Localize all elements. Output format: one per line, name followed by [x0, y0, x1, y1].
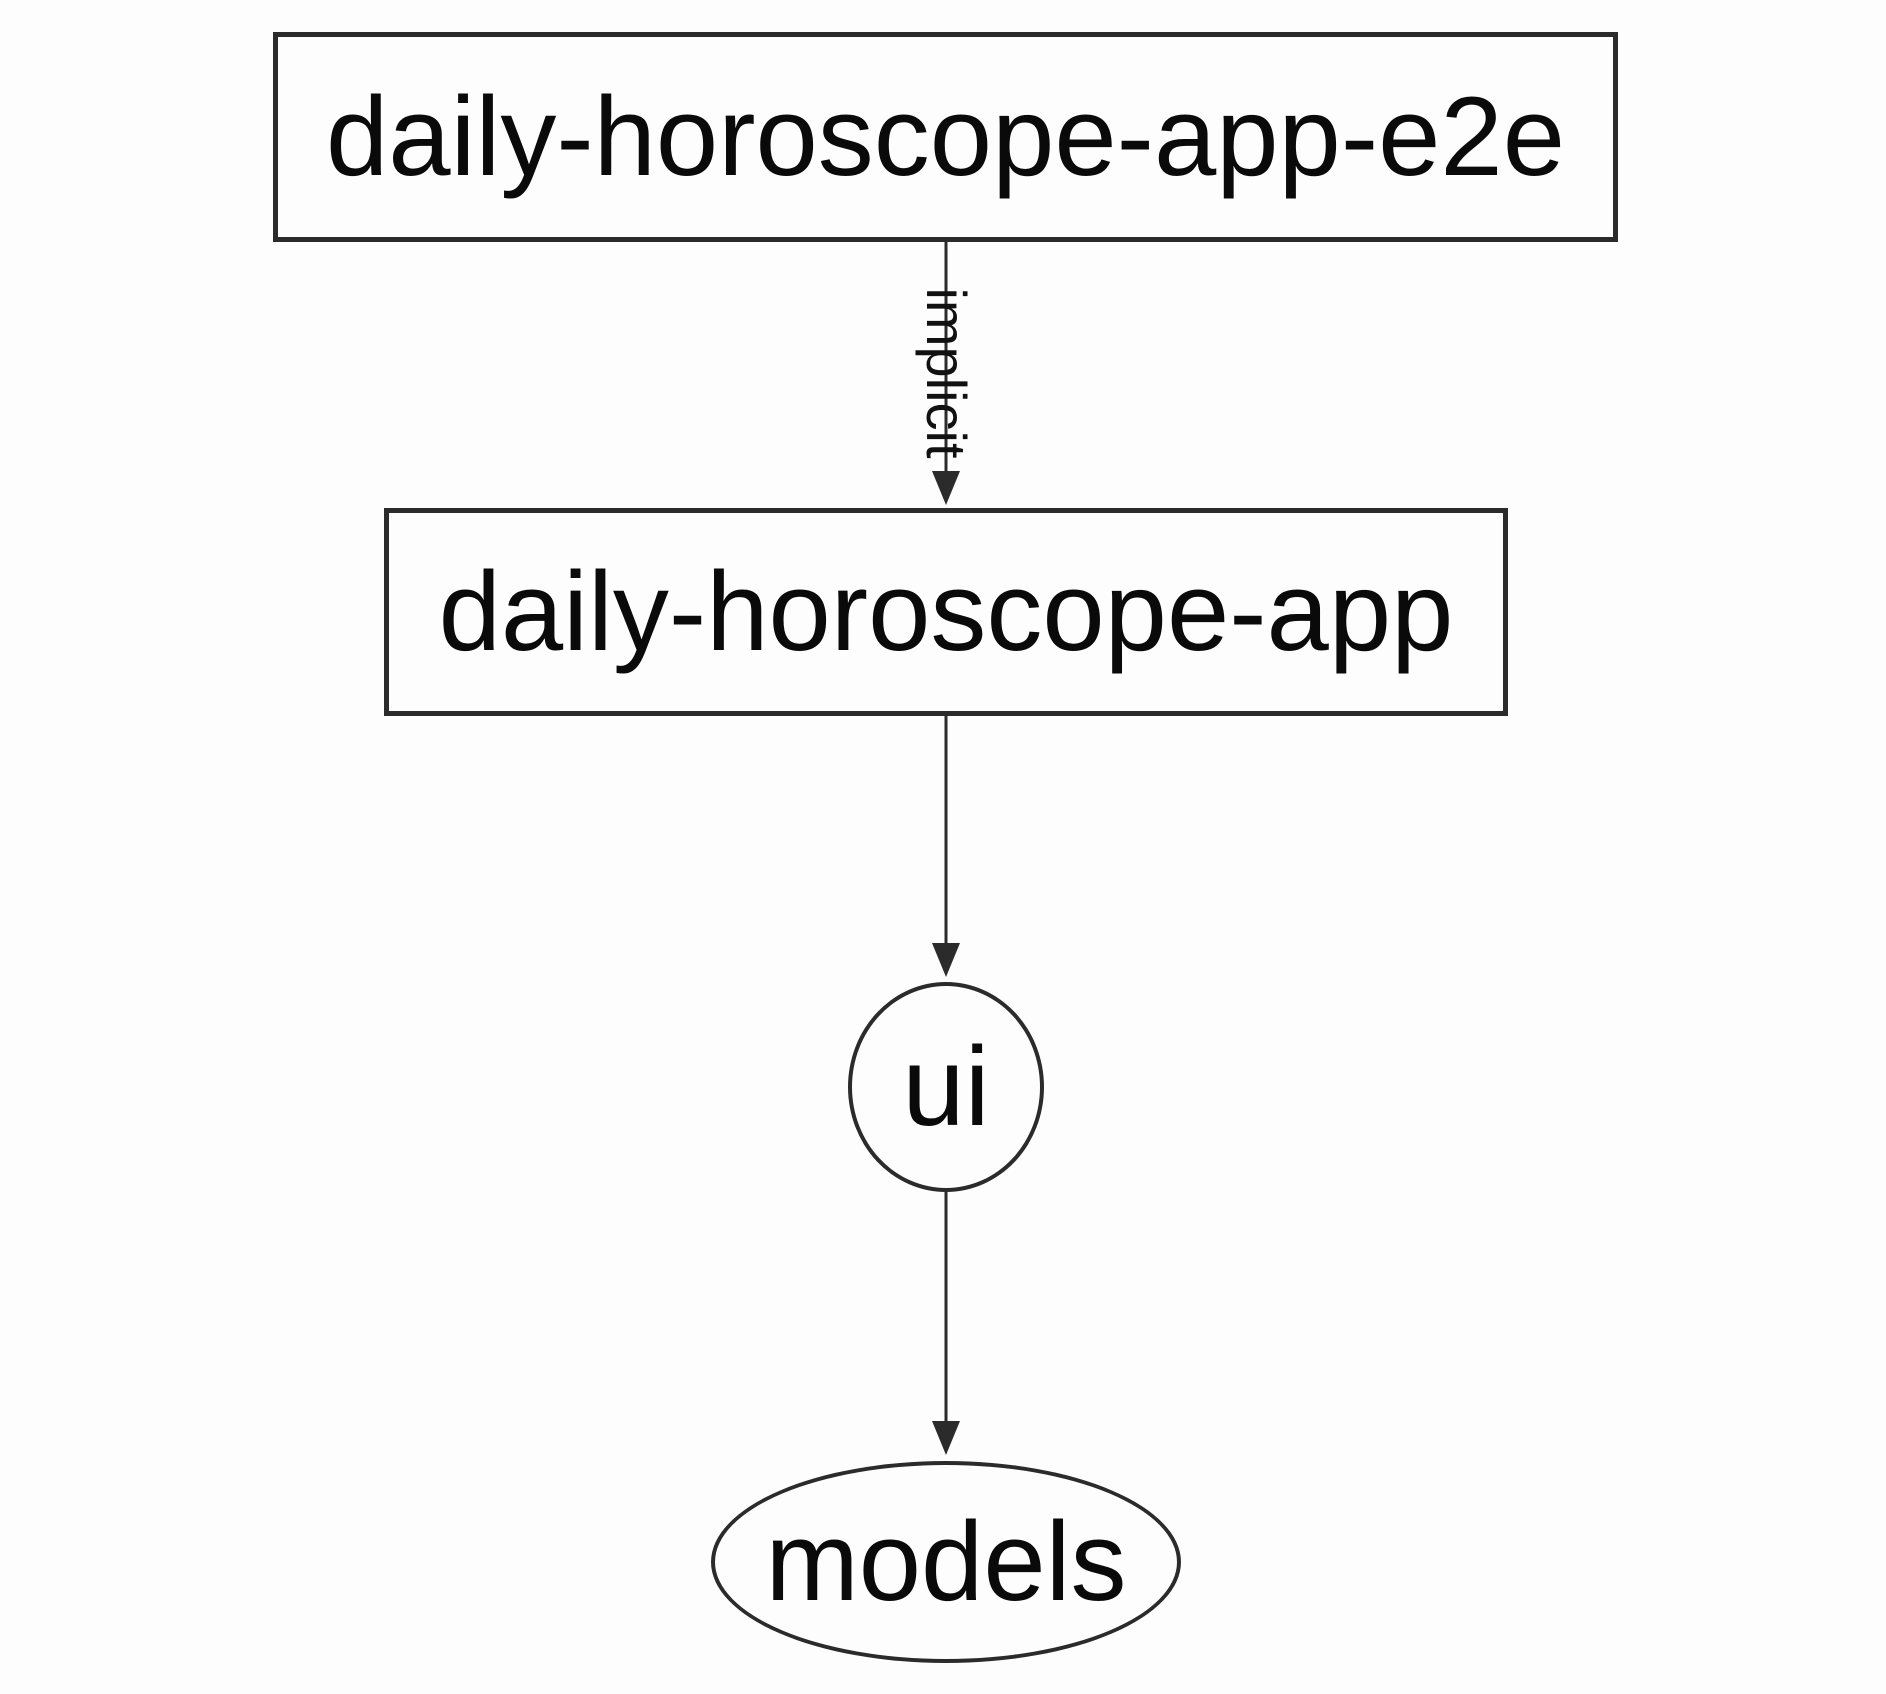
node-daily-horoscope-app[interactable]: daily-horoscope-app [384, 508, 1508, 716]
node-label: daily-horoscope-app [438, 549, 1454, 674]
node-label: daily-horoscope-app-e2e [326, 74, 1565, 199]
arrowhead-icon [932, 1421, 960, 1455]
edge-ui-to-models [932, 1192, 960, 1455]
edge-app-to-ui [932, 716, 960, 977]
node-ui[interactable]: ui [848, 982, 1044, 1192]
arrowhead-icon [932, 471, 960, 505]
node-label: ui [902, 1024, 990, 1149]
edge-label-implicit: implicit [915, 287, 978, 459]
node-daily-horoscope-app-e2e[interactable]: daily-horoscope-app-e2e [273, 32, 1618, 242]
node-models[interactable]: models [711, 1461, 1181, 1663]
arrowhead-icon [932, 943, 960, 977]
node-label: models [765, 1499, 1127, 1624]
